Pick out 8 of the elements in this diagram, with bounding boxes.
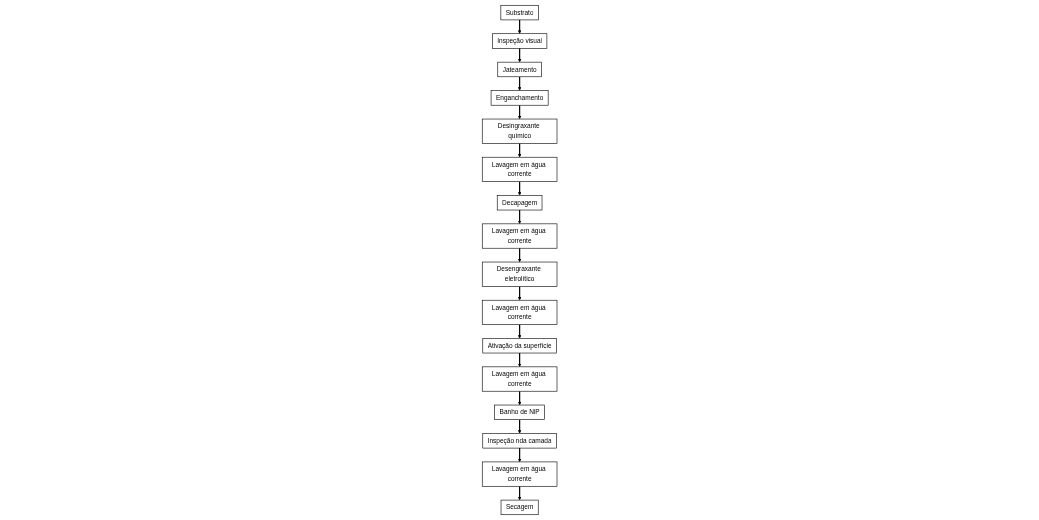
arrow (517, 47, 522, 63)
arrow (517, 209, 522, 224)
arrow (517, 181, 522, 196)
arrow (517, 323, 522, 339)
arrow (517, 76, 522, 91)
arrow (517, 104, 522, 120)
arrow (517, 419, 522, 434)
arrow (517, 390, 522, 406)
